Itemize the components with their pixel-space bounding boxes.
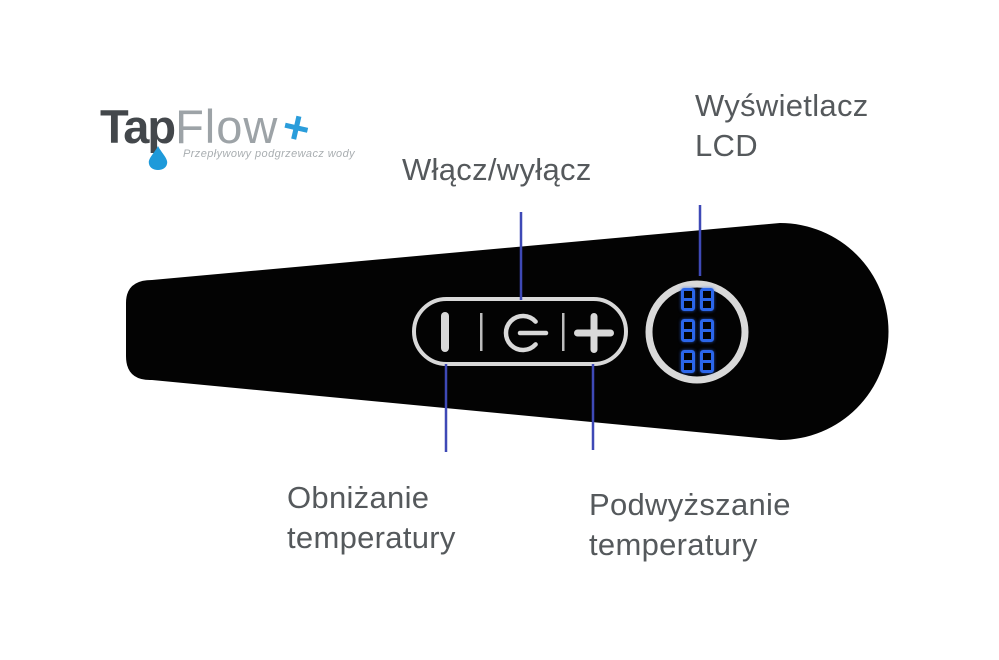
lcd-digit bbox=[680, 319, 695, 342]
label-lcd-display: Wyświetlacz LCD bbox=[695, 86, 869, 166]
logo-wordmark: Tap Flow + bbox=[100, 99, 380, 156]
lcd-digit bbox=[699, 350, 714, 373]
logo-text-tap: Tap bbox=[100, 100, 176, 153]
label-line: temperatury bbox=[287, 520, 456, 555]
label-line: temperatury bbox=[589, 527, 758, 562]
logo-tagline: Przepływowy podgrzewacz wody bbox=[183, 148, 355, 160]
label-line: Włącz/wyłącz bbox=[402, 152, 592, 187]
label-increase-temperature: Podwyższanie temperatury bbox=[589, 485, 791, 565]
water-drop-icon bbox=[148, 146, 168, 170]
lcd-display bbox=[679, 288, 715, 373]
panel-divider bbox=[480, 313, 483, 351]
tapflow-logo: Tap Flow + Przepływowy podgrzewacz wody bbox=[100, 99, 380, 173]
lcd-digit bbox=[699, 319, 714, 342]
logo-text-flow: Flow bbox=[175, 100, 279, 153]
label-line: Podwyższanie bbox=[589, 487, 791, 522]
label-power-toggle: Włącz/wyłącz bbox=[402, 150, 592, 190]
label-line: Wyświetlacz bbox=[695, 88, 869, 123]
lcd-row bbox=[679, 350, 715, 373]
lcd-digit bbox=[680, 288, 695, 311]
power-button-icon bbox=[503, 313, 549, 353]
label-line: LCD bbox=[695, 128, 758, 163]
panel-divider bbox=[562, 313, 565, 351]
lcd-digit bbox=[680, 350, 695, 373]
decrease-temp-button-icon bbox=[441, 312, 449, 352]
lcd-digit bbox=[699, 288, 714, 311]
increase-temp-button-icon bbox=[574, 313, 614, 353]
lcd-row bbox=[679, 288, 715, 311]
lcd-row bbox=[679, 319, 715, 342]
label-line: Obniżanie bbox=[287, 480, 430, 515]
lcd-ring bbox=[645, 280, 749, 384]
label-decrease-temperature: Obniżanie temperatury bbox=[287, 478, 456, 558]
